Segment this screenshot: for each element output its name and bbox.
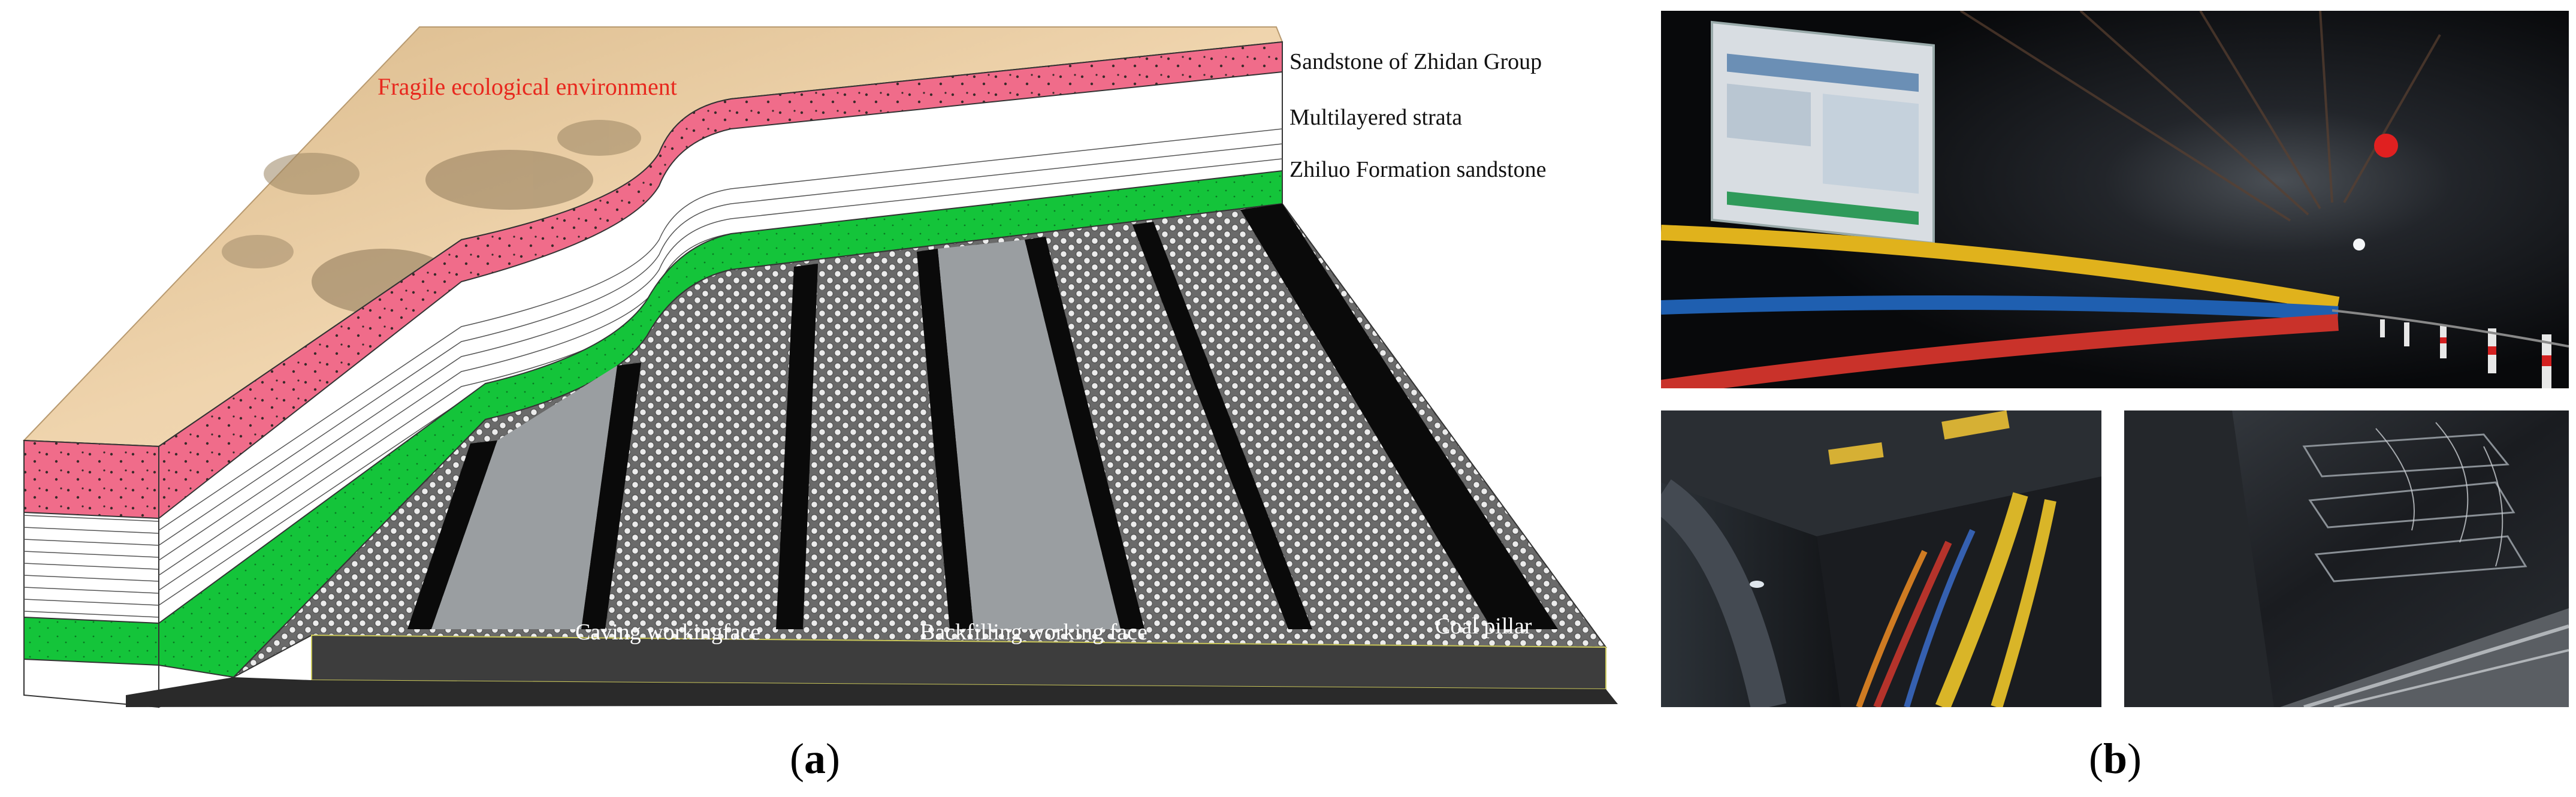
coal-pillar-5	[1025, 237, 1144, 629]
label-multilayered: Multilayered strata	[1289, 105, 1462, 130]
label-caving: Caving workingface	[575, 620, 760, 645]
coal-pillar-6	[1133, 222, 1312, 629]
panel-b: (b)	[1654, 0, 2576, 794]
yellow-pipe	[1661, 225, 2340, 312]
front-pink-layer	[23, 439, 159, 520]
base-slab-front	[126, 677, 1618, 707]
red-lamp	[2374, 134, 2398, 158]
coal-pillar-3	[776, 264, 818, 629]
label-ecology: Fragile ecological environment	[378, 73, 677, 100]
geological-block-diagram: Fragile ecological environment Sandstone…	[22, 26, 1618, 708]
label-backfilling: Backfilling working face	[920, 620, 1147, 645]
front-strata-lines	[23, 515, 159, 618]
panel-a: Fragile ecological environment Sandstone…	[22, 26, 1618, 783]
label-zhiluo: Zhiluo Formation sandstone	[1289, 157, 1547, 182]
desert-vegetation	[222, 120, 641, 315]
label-sandstone-zhidan: Sandstone of Zhidan Group	[1289, 49, 1542, 74]
photo-longwall-face-left	[1661, 410, 2101, 707]
coal-pillar-4	[917, 249, 974, 629]
photo-tunnel-with-pipes	[1661, 11, 2569, 388]
coal-pillar-7	[1240, 204, 1558, 629]
side-pink-layer	[158, 41, 1283, 520]
caption-a: (a)	[790, 735, 840, 783]
coal-pillar-1	[407, 440, 497, 629]
front-green-layer	[23, 616, 159, 666]
label-coal-pillar: Coal pillar	[1435, 614, 1532, 639]
photo-longwall-face-right	[2124, 410, 2569, 707]
caving-goaf-1	[431, 366, 617, 629]
red-pipe	[1661, 314, 2339, 388]
blue-pipe	[1661, 295, 2339, 321]
caption-b: (b)	[2088, 735, 2142, 783]
caving-goaf-2	[938, 240, 1121, 629]
coal-pillar-2	[581, 363, 641, 629]
